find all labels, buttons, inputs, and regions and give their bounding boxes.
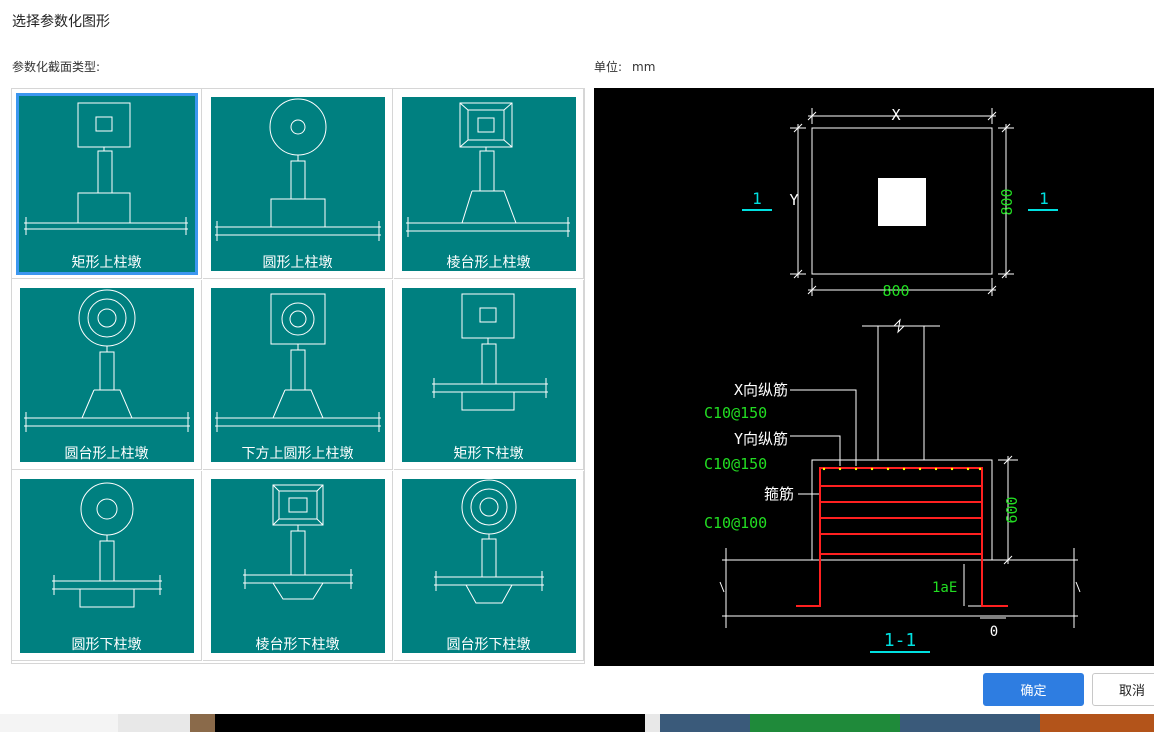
- offset-label: 0: [990, 624, 998, 640]
- anchor-label: 1aE: [932, 580, 957, 596]
- round-frustum-upper-pier-icon: [24, 289, 190, 432]
- round-frustum-lower-pier-icon: [434, 479, 544, 604]
- shape-frustum-upper-pier[interactable]: 棱台形上柱墩: [394, 89, 584, 279]
- shape-label: 矩形上柱墩: [71, 255, 142, 271]
- stirrup-label: 箍筋: [764, 485, 794, 503]
- dialog-title: 选择参数化图形: [12, 14, 110, 30]
- stirrup-value: C10@100: [704, 514, 767, 532]
- dim-height: 800: [998, 188, 1016, 215]
- shape-label: 圆台形上柱墩: [64, 446, 149, 462]
- background-app-strip: [0, 714, 1154, 732]
- section-mark-right: 1: [1039, 189, 1049, 208]
- shape-tile: [16, 93, 198, 275]
- ok-button[interactable]: 确定: [983, 673, 1084, 706]
- preview-panel: X Y 800 800 1 1 X向纵筋 C10@150 Y向纵筋 C10@15…: [594, 88, 1154, 666]
- shape-frustum-lower-pier[interactable]: 棱台形下柱墩: [203, 471, 393, 661]
- shape-label: 棱台形下柱墩: [255, 637, 340, 653]
- cancel-button[interactable]: 取消: [1092, 673, 1154, 706]
- shape-round-frustum-lower-pier[interactable]: 圆台形下柱墩: [394, 471, 584, 661]
- shape-label: 圆形上柱墩: [262, 255, 333, 271]
- rect-lower-pier-icon: [432, 293, 548, 411]
- frustum-upper-pier-icon: [406, 102, 570, 237]
- frustum-lower-pier-icon: [243, 484, 353, 600]
- section-title: 1-1: [884, 630, 917, 651]
- shape-tile: [20, 288, 194, 462]
- shape-tile: [402, 288, 576, 462]
- shape-round-frustum-upper-pier[interactable]: 圆台形上柱墩: [12, 280, 202, 470]
- shape-tile: [211, 97, 385, 271]
- section-mark-left: 1: [752, 189, 762, 208]
- shape-tile: [402, 479, 576, 653]
- shape-circle-lower-pier[interactable]: 圆形下柱墩: [12, 471, 202, 661]
- dim-y: Y: [789, 191, 798, 209]
- y-rebar-value: C10@150: [704, 455, 767, 473]
- unit-value: mm: [632, 60, 656, 74]
- shape-rect-upper-pier[interactable]: 矩形上柱墩: [12, 89, 202, 279]
- rect-upper-pier-icon: [24, 102, 188, 235]
- rebar-lines: [796, 467, 1008, 607]
- shape-rect-lower-pier[interactable]: 矩形下柱墩: [394, 280, 584, 470]
- shape-label: 棱台形上柱墩: [446, 255, 531, 271]
- shape-tile: [211, 479, 385, 653]
- section-type-label: 参数化截面类型:: [12, 60, 101, 74]
- dim-width: 800: [882, 282, 909, 300]
- dim-x: X: [891, 106, 900, 124]
- shape-label: 圆形下柱墩: [71, 637, 142, 653]
- pier-height: 600: [1003, 496, 1021, 523]
- x-rebar-value: C10@150: [704, 404, 767, 422]
- shape-circle-upper-pier[interactable]: 圆形上柱墩: [203, 89, 393, 279]
- x-rebar-label: X向纵筋: [734, 381, 788, 399]
- pier-section-drawing: X Y 800 800 1 1 X向纵筋 C10@150 Y向纵筋 C10@15…: [704, 106, 1081, 653]
- shape-square-round-upper-pier[interactable]: 下方上圆形上柱墩: [203, 280, 393, 470]
- unit-label: 单位:mm: [594, 60, 656, 74]
- circle-lower-pier-icon: [52, 482, 162, 608]
- shape-label: 下方上圆形上柱墩: [241, 446, 354, 462]
- shape-tile: [20, 479, 194, 653]
- shape-tile: [211, 288, 385, 462]
- shape-grid: 矩形上柱墩 圆形上柱墩: [11, 88, 585, 664]
- shape-tile: [402, 97, 576, 271]
- square-round-upper-pier-icon: [215, 293, 381, 432]
- y-rebar-label: Y向纵筋: [734, 430, 788, 448]
- shape-label: 圆台形下柱墩: [446, 637, 531, 653]
- circle-upper-pier-icon: [215, 98, 381, 241]
- shape-label: 矩形下柱墩: [453, 446, 524, 462]
- column-opening: [878, 178, 926, 226]
